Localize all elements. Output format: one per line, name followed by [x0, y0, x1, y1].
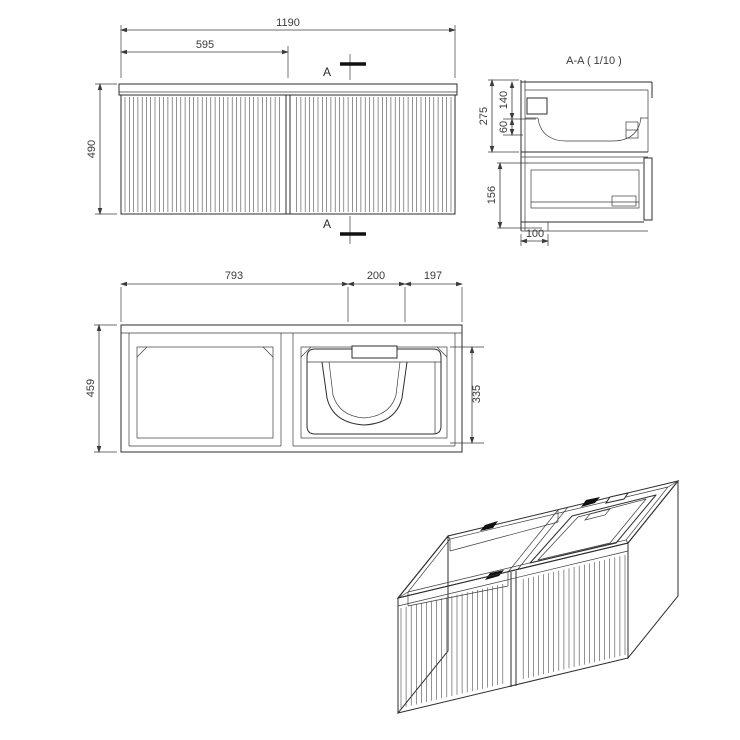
- section-marker-a-top: A: [323, 65, 331, 79]
- dim-1190-label: 1190: [276, 17, 300, 29]
- dim-275-label: 275: [478, 107, 490, 125]
- plan-view: 793 200 197 459 335: [85, 270, 484, 454]
- basin-outline-plan: [306, 348, 442, 435]
- wall-bracket-icon: [480, 521, 498, 531]
- left-compartment: [136, 346, 274, 439]
- front-cabinet-outline: [118, 83, 458, 215]
- front-dimensions: 1190 595 490: [86, 17, 457, 216]
- section-cut-markers: A A: [323, 54, 366, 244]
- iso-basin: [529, 492, 657, 564]
- iso-right-end-panel: [627, 479, 679, 660]
- faucet-hole: [351, 345, 398, 359]
- iso-faucet-hole: [604, 492, 630, 504]
- dim-100-label: 100: [526, 228, 544, 240]
- iso-front-face: [397, 542, 629, 714]
- drawer-box: [530, 169, 640, 209]
- front-view: 1190 595 490 A A: [86, 17, 458, 244]
- right-compartment: [300, 346, 448, 439]
- wall-bracket-icon: [581, 497, 600, 507]
- dim-200-label: 200: [367, 270, 385, 282]
- dim-459-label: 459: [85, 379, 97, 397]
- isometric-view: [396, 479, 680, 715]
- drawer-front-section: [643, 157, 653, 221]
- basin-cross-section: [537, 117, 642, 142]
- plan-structure: [120, 324, 463, 453]
- basin-u-shape: [321, 361, 408, 426]
- dim-60-label: 60: [498, 121, 510, 133]
- dim-140-label: 140: [498, 91, 510, 109]
- dim-490-label: 490: [86, 140, 98, 158]
- iso-left-end-panel: [397, 534, 449, 715]
- iso-wall-brackets: [480, 497, 600, 580]
- dim-335-label: 335: [471, 385, 483, 403]
- dim-197-label: 197: [424, 270, 442, 282]
- dim-793-label: 793: [225, 270, 243, 282]
- front-fluted-texture: [124, 97, 452, 212]
- iso-fluted-texture: [400, 555, 626, 708]
- section-hatched-cut: [526, 97, 548, 115]
- iso-carcass: [396, 479, 680, 715]
- section-marker-a-bottom: A: [323, 217, 331, 231]
- section-view: A-A ( 1/10 ): [478, 55, 653, 246]
- iso-top-rim-inner: [407, 486, 669, 593]
- plan-dimensions: 793 200 197 459 335: [85, 270, 484, 454]
- iso-top-rim-outer: [396, 480, 680, 599]
- dim-595-label: 595: [196, 39, 214, 51]
- dim-156-label: 156: [486, 186, 498, 204]
- section-structure: [520, 80, 653, 232]
- section-dimensions: 275 140 60 156 100: [478, 78, 550, 246]
- section-view-title: A-A ( 1/10 ): [566, 55, 622, 67]
